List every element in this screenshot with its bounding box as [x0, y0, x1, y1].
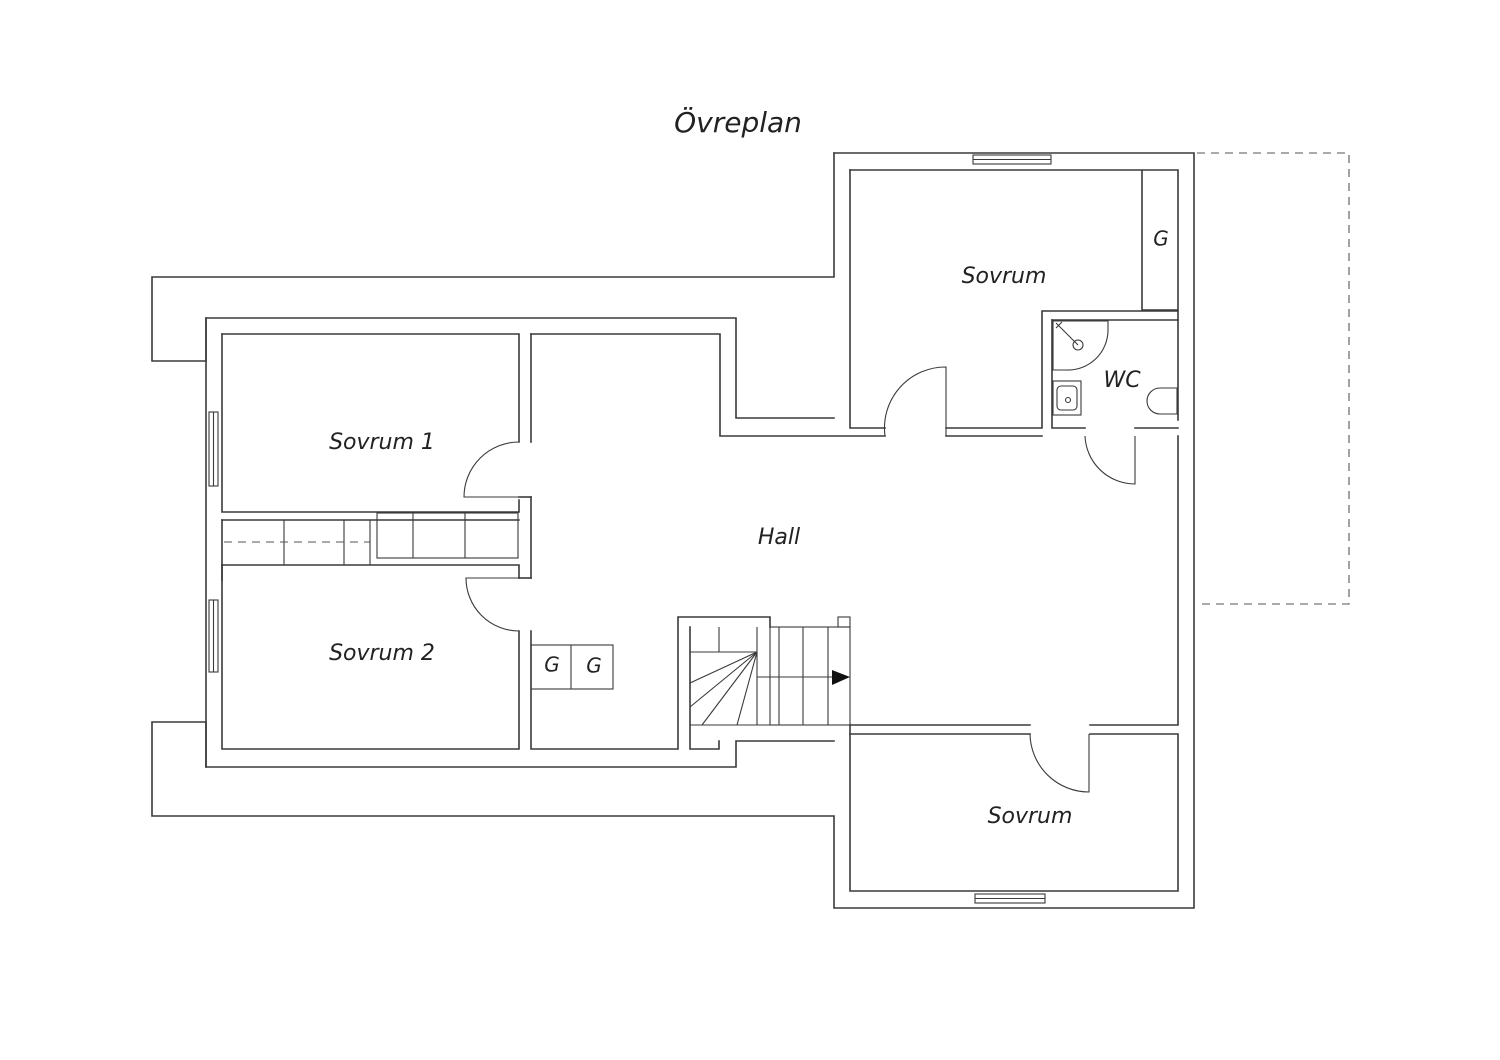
dashed-overhang [1197, 152, 1350, 605]
toilet-icon [1146, 387, 1178, 415]
wardrobe-strip [224, 512, 519, 565]
shower-icon [1052, 320, 1109, 371]
room-label-sovrum-bottom: Sovrum [988, 804, 1073, 829]
windows [208, 154, 1052, 904]
room-label-sovrum-2: Sovrum 2 [329, 641, 435, 666]
outer-walls [151, 152, 1195, 909]
room-label-hall: Hall [758, 525, 800, 550]
room-label-wc: WC [1103, 368, 1141, 393]
room-label-sovrum-top: Sovrum [962, 264, 1047, 289]
closet-label-hall-right: G [586, 654, 602, 678]
closet-hall [530, 644, 614, 690]
room-label-sovrum-1: Sovrum 1 [329, 430, 435, 455]
sink-icon [1052, 380, 1082, 416]
wc-fixtures [1052, 320, 1178, 416]
shower-drain-icon [1072, 339, 1084, 351]
closet-label-top-right: G [1153, 227, 1169, 251]
stair-arrow-icon [832, 670, 850, 685]
floor-title: Övreplan [674, 105, 802, 139]
staircase [689, 616, 851, 726]
doors [463, 366, 1136, 793]
closet-label-hall-left: G [544, 653, 560, 677]
